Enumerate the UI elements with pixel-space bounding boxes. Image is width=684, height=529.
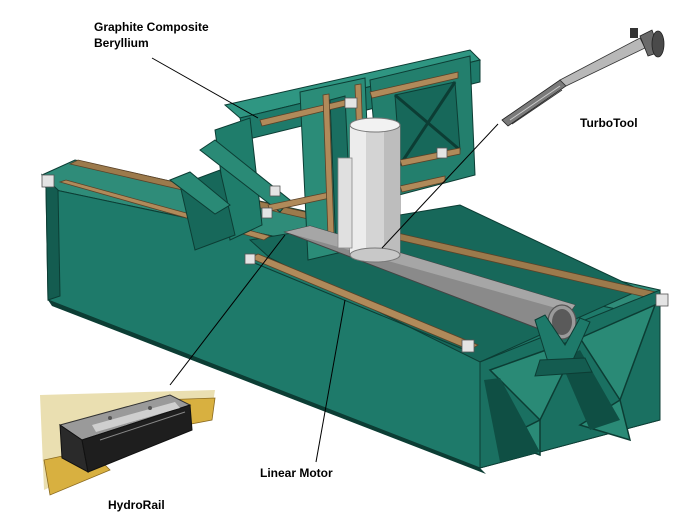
leader-linear-motor	[315, 299, 346, 463]
base-bottom-edge	[48, 300, 486, 474]
label-turbotool: TurboTool	[580, 116, 638, 130]
label-graphite-composite: Graphite Composite	[94, 20, 209, 34]
spindle-top	[349, 117, 401, 133]
label-hydrorail: HydroRail	[108, 498, 165, 512]
hydrorail-bearing-icon	[40, 390, 216, 496]
base-left-end	[40, 173, 61, 301]
label-beryllium: Beryllium	[94, 36, 149, 50]
leader-graphite	[151, 57, 259, 119]
turbotool-drill-icon	[501, 28, 665, 127]
leader-hydrorail	[169, 234, 286, 386]
leader-lines	[151, 57, 499, 463]
bearing-blocks	[41, 97, 669, 353]
label-linear-motor: Linear Motor	[260, 466, 333, 480]
leader-turbotool	[381, 123, 499, 249]
